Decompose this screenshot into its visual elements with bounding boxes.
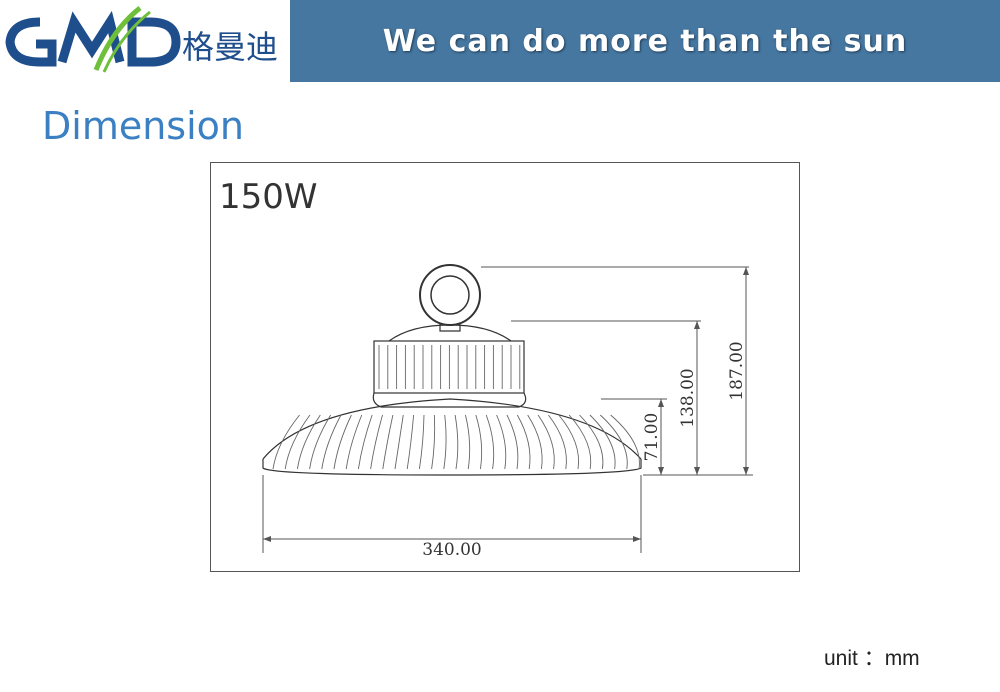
page-title: Dimension xyxy=(42,104,244,148)
width-dimension-label: 340.00 xyxy=(422,540,481,560)
dimension-drawing-frame: 150W xyxy=(210,162,800,572)
lamp-dimension-drawing: 340.00 71.00 138.00 187.00 xyxy=(262,264,753,560)
driver-housing-icon xyxy=(372,324,527,408)
flange-height-label: 71.00 xyxy=(642,413,662,462)
hanging-ring-icon xyxy=(419,264,481,332)
slogan-banner: We can do more than the sun xyxy=(290,0,1000,82)
model-label: 150W xyxy=(219,177,318,217)
total-height-label: 187.00 xyxy=(727,341,747,400)
heatsink-fins xyxy=(272,345,640,470)
unit-note: unit ：mm xyxy=(824,647,920,670)
company-logo: 格曼迪 xyxy=(0,0,290,82)
body-height-label: 138.00 xyxy=(678,368,698,427)
slogan-text: We can do more than the sun xyxy=(382,23,908,59)
gmd-logo-icon: 格曼迪 xyxy=(5,6,278,73)
svg-text:格曼迪: 格曼迪 xyxy=(182,28,278,66)
